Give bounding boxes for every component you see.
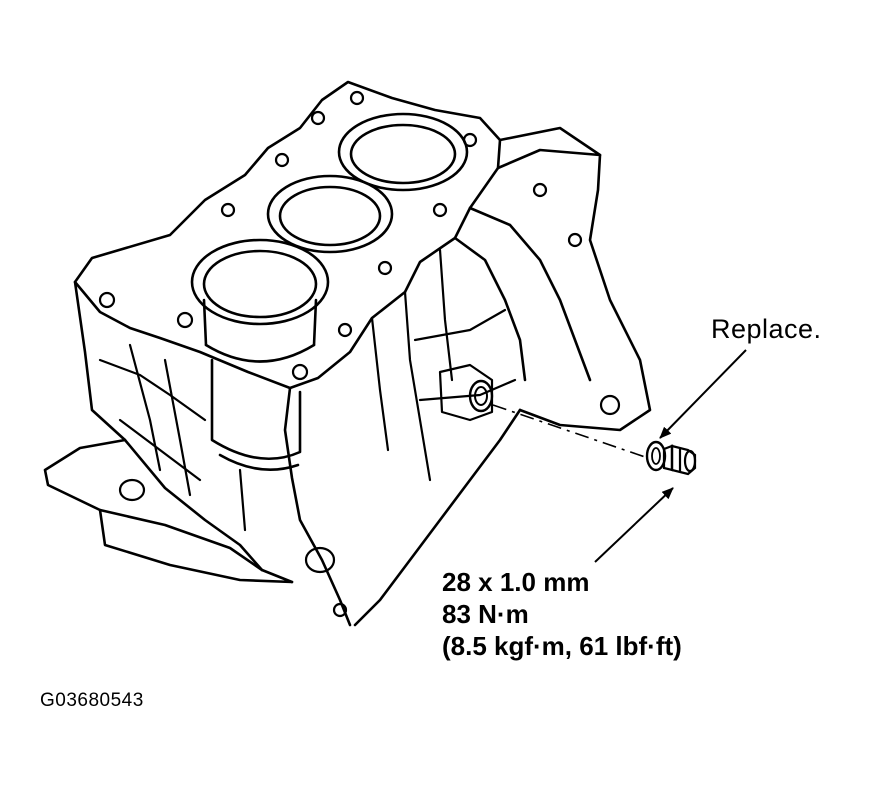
flange-bolt-holes bbox=[118, 478, 348, 618]
pan-flange bbox=[43, 438, 264, 572]
replace-leader-arrow bbox=[659, 349, 747, 439]
torque-spec-callout: 28 x 1.0 mm 83 N·m (8.5 kgf·m, 61 lbf·ft… bbox=[442, 566, 682, 662]
alignment-line bbox=[492, 404, 649, 459]
cylinder-3 bbox=[337, 112, 469, 192]
drain-plug-bolt-icon bbox=[662, 444, 697, 476]
side-ribs bbox=[370, 248, 517, 482]
torque-alt-label: (8.5 kgf·m, 61 lbf·ft) bbox=[442, 631, 682, 661]
right-front-edge bbox=[283, 386, 352, 627]
cylinder-1 bbox=[190, 238, 330, 363]
bolt-size-label: 28 x 1.0 mm bbox=[442, 567, 590, 597]
engine-block-illustration bbox=[43, 80, 652, 627]
drain-boss bbox=[438, 363, 494, 422]
right-side-housing bbox=[496, 148, 652, 432]
right-side-bolt-holes bbox=[532, 182, 621, 416]
spec-leader-arrow bbox=[594, 487, 674, 563]
sealing-washer-icon bbox=[645, 440, 667, 472]
deck-bolt-holes bbox=[98, 90, 478, 381]
front-face bbox=[73, 280, 294, 584]
torque-nm-label: 83 N·m bbox=[442, 599, 529, 629]
cylinder-skirt bbox=[210, 358, 302, 461]
cylinder-2 bbox=[266, 174, 394, 254]
front-ribs bbox=[98, 343, 247, 532]
figure-id-label: G03680543 bbox=[40, 690, 144, 711]
deck-outline bbox=[73, 80, 502, 390]
replace-callout: Replace. bbox=[711, 314, 822, 344]
